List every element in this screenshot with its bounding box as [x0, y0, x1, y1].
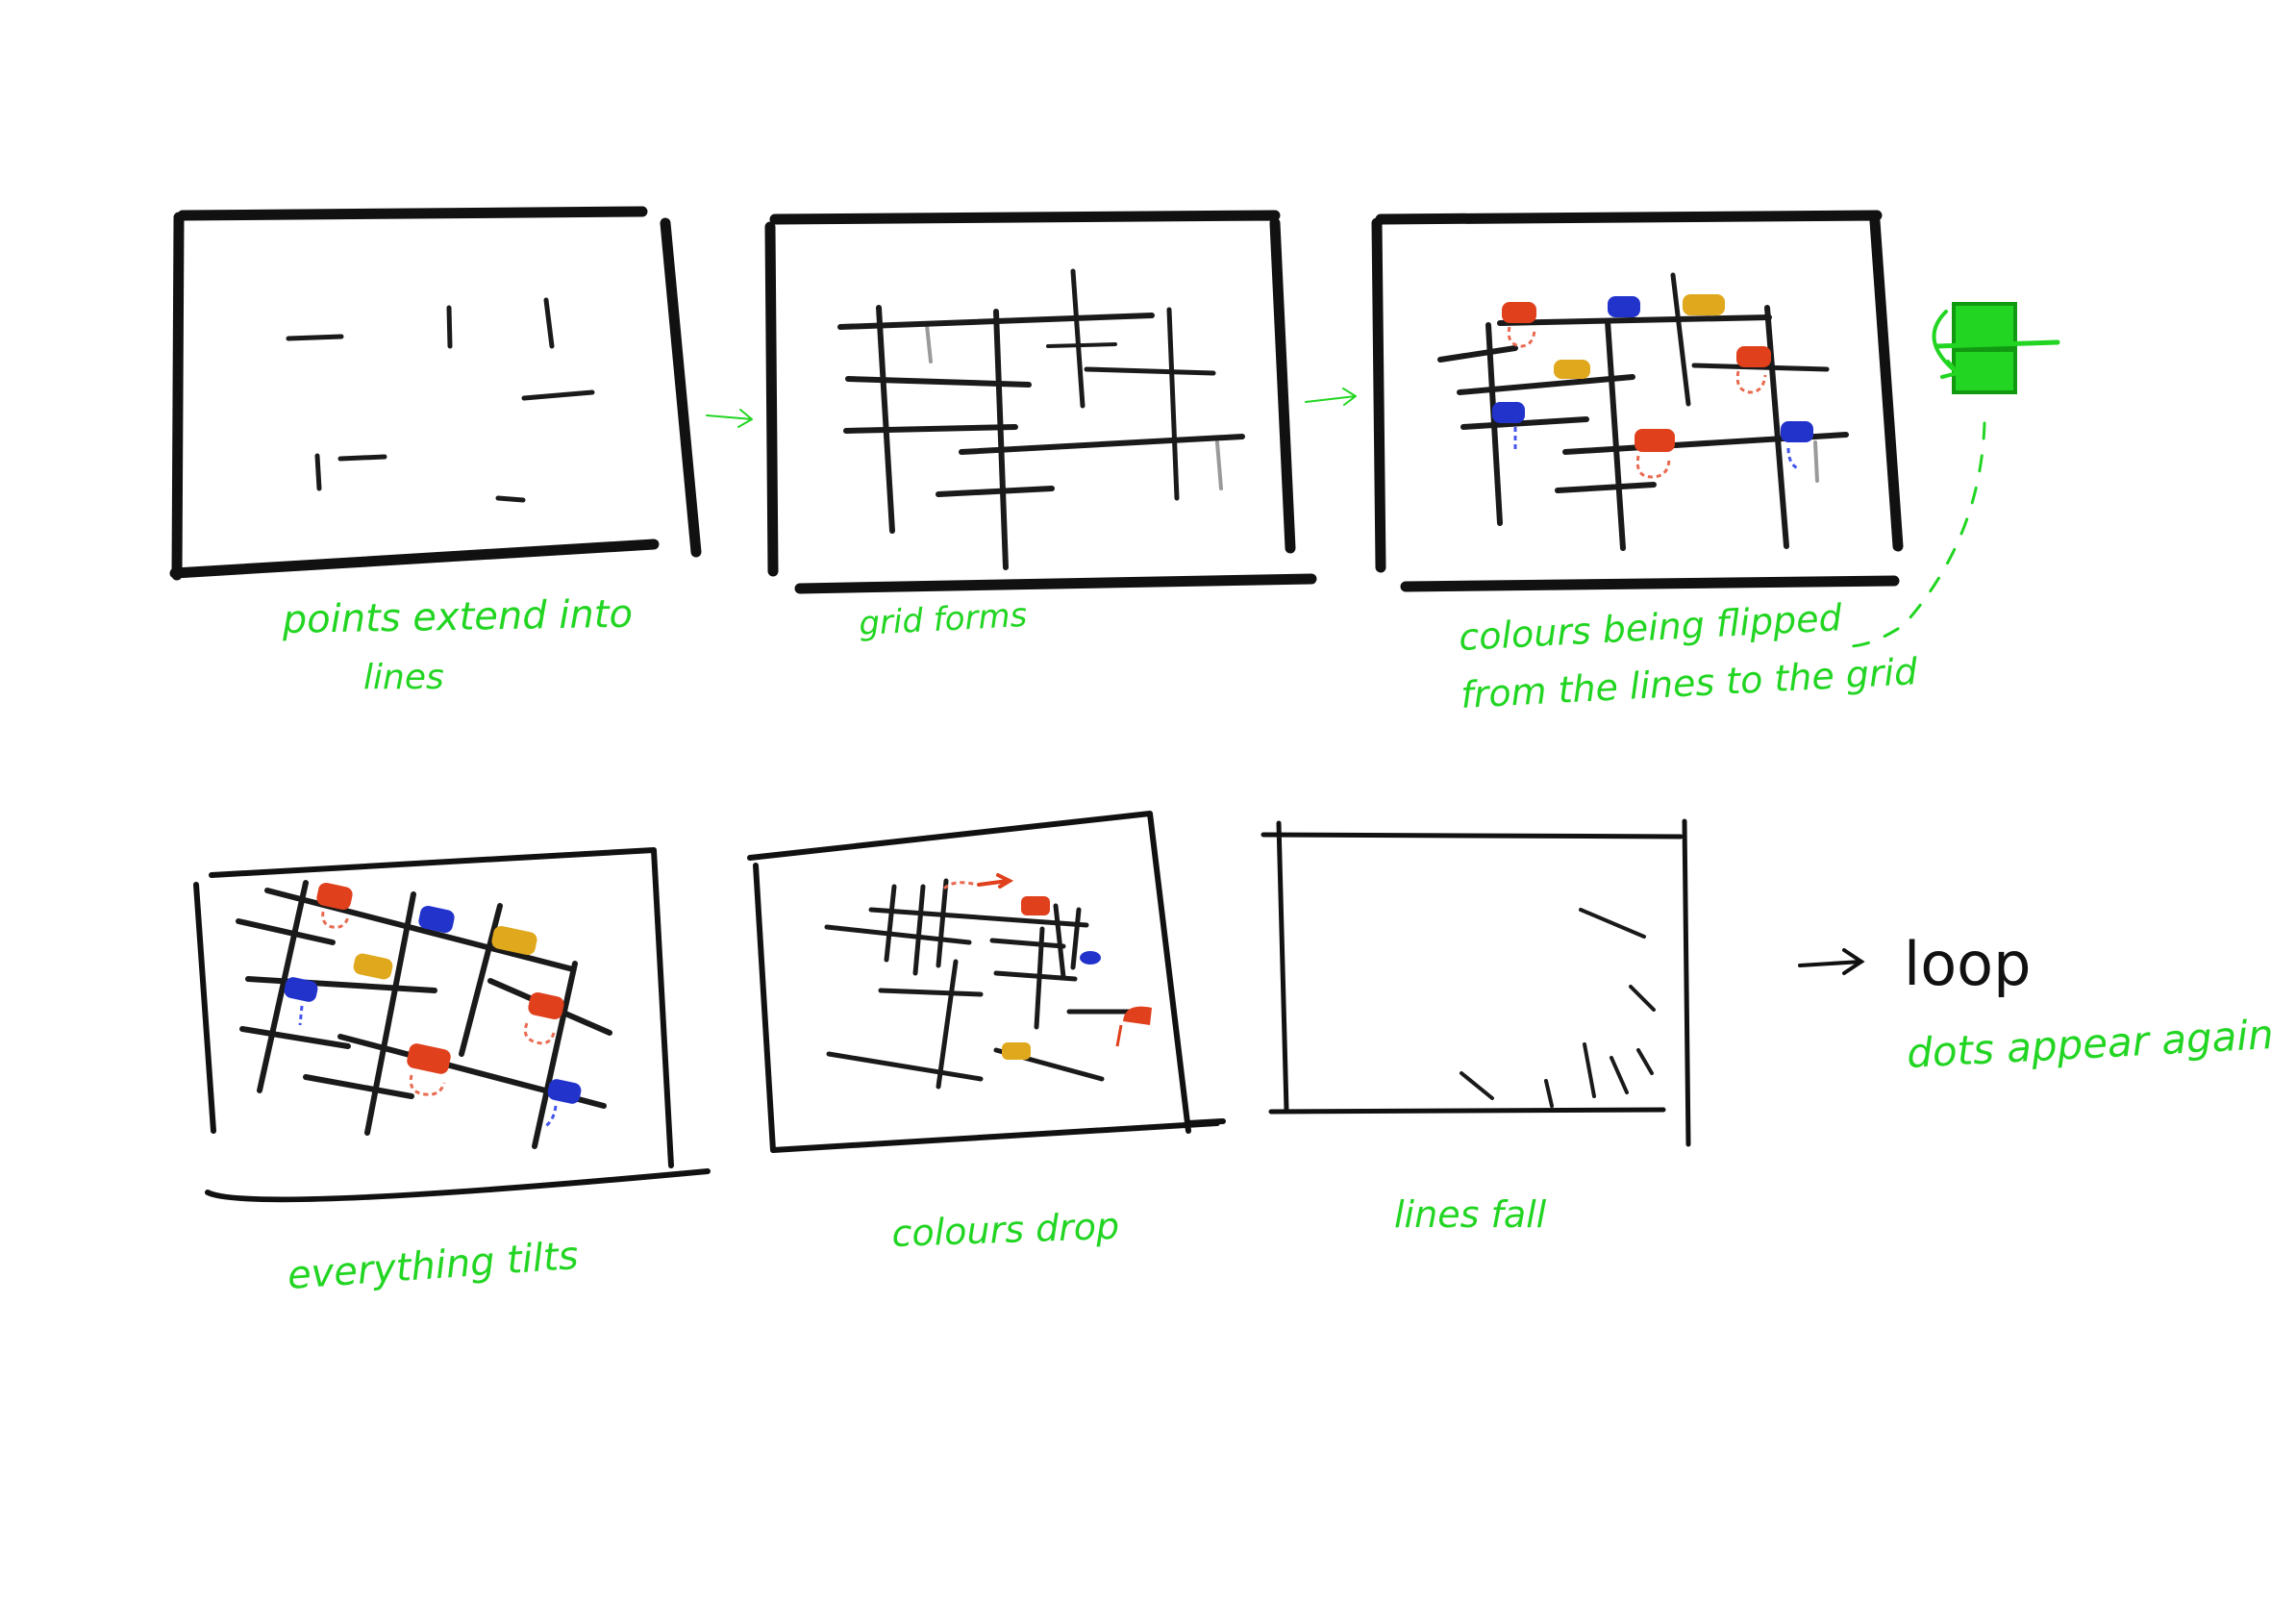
red-ghost-block — [1635, 455, 1671, 479]
panel-4 — [193, 847, 711, 1203]
yellow-block — [1683, 294, 1725, 315]
loop-label: loop — [1904, 929, 2031, 999]
panel-2-caption: grid forms — [858, 596, 1028, 643]
panel-5-caption: colours drop — [891, 1205, 1120, 1255]
panel-1-frame — [169, 206, 702, 581]
red-block — [1736, 346, 1771, 367]
panel-2 — [764, 210, 1317, 594]
flip-icon — [1850, 302, 2060, 648]
loop-note: dots appear again — [1906, 1011, 2275, 1077]
panel-1 — [169, 206, 702, 581]
panel-3-frame — [1371, 210, 1904, 592]
red-ghost-block — [1507, 326, 1536, 348]
panel-3 — [1371, 210, 1904, 592]
captions: points extend into lines grid forms colo… — [281, 592, 2274, 1298]
panel-1-caption-line-1: points extend into — [281, 592, 633, 642]
arrow-1-to-2 — [706, 409, 753, 428]
panel-3-caption-line-2: from the lines to the grid — [1460, 650, 1919, 716]
panel-6-strokes — [1460, 908, 1656, 1108]
blue-ghost-block — [1786, 447, 1801, 471]
panel-4-strokes — [236, 880, 612, 1149]
red-block — [1502, 302, 1536, 323]
arrow-2-to-3 — [1305, 388, 1357, 406]
panel-4-colour-blocks — [284, 883, 582, 1129]
panel-6-frame — [1260, 818, 1691, 1147]
red-ghost-block — [1735, 370, 1767, 394]
blue-block — [1492, 402, 1525, 423]
panel-2-strokes — [837, 268, 1245, 570]
panel-4-caption: everything tilts — [286, 1234, 580, 1298]
panel-3-caption-line-1: colours being flipped — [1458, 596, 1843, 659]
panel-3-colour-blocks — [1492, 294, 1813, 479]
blue-block — [1781, 421, 1813, 442]
yellow-block — [1554, 360, 1590, 379]
loop-section — [1798, 948, 1865, 975]
panel-1-strokes — [286, 297, 595, 503]
panel-2-frame — [764, 210, 1317, 594]
blue-block — [1608, 296, 1640, 317]
loop-arrow — [1798, 948, 1865, 975]
panel-3-strokes — [1437, 272, 1849, 551]
red-block — [1635, 429, 1675, 452]
panel-6-caption: lines fall — [1394, 1193, 1547, 1236]
panel-1-caption-line-2: lines — [363, 658, 444, 697]
panel-5-strokes — [824, 878, 1136, 1090]
panel-5 — [747, 811, 1226, 1153]
flip-arrow-dashed — [1850, 421, 1986, 648]
panel-5-colour-blocks — [942, 873, 1152, 1060]
panel-5-frame — [747, 811, 1226, 1153]
panel-4-frame — [193, 847, 711, 1203]
panel-6 — [1260, 818, 1691, 1147]
